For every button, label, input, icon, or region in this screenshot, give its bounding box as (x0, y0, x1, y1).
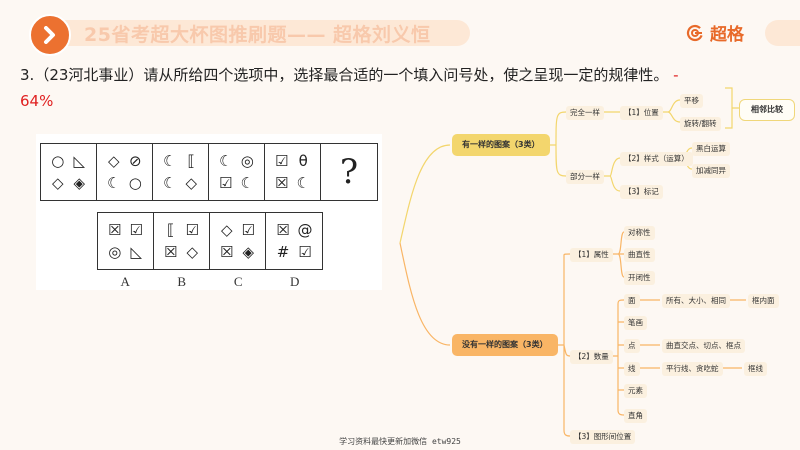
node-style-operation[interactable]: 【2】样式（运算） (620, 152, 693, 166)
node-right-angle[interactable]: 直角 (624, 409, 647, 423)
question-mark-cell: ? (321, 144, 377, 200)
sequence-cell: ○◺◇◈ (41, 144, 97, 200)
node-relative-position[interactable]: 【3】图形间位置 (570, 430, 636, 444)
node-symmetry[interactable]: 对称性 (624, 226, 655, 240)
option-label-b: B (177, 274, 187, 289)
puzzle-sequence: ○◺◇◈ ◇⊘☾○ ☾⟦☾◇ ☾◎☑☾ ☑θ☒☾ ? (40, 143, 378, 201)
node-curve-straight[interactable]: 曲直性 (624, 248, 655, 262)
option-b[interactable]: ⟦☑☒◇ (154, 213, 210, 269)
node-mark[interactable]: 【3】标记 (620, 185, 663, 199)
node-translate[interactable]: 平移 (680, 94, 703, 108)
puzzle-options: ☒☑◎◺ ⟦☑☒◇ ◇☑☒◈ ☒@#☑ (97, 212, 323, 270)
option-label-a: A (120, 274, 130, 289)
option-label-d: D (290, 274, 300, 289)
node-black-white-op[interactable]: 黑白运算 (692, 142, 730, 156)
header-title: 25省考超大杯图推刷题—— 超格刘义恒 (84, 24, 431, 46)
node-count[interactable]: 【2】数量 (570, 350, 613, 364)
node-frame-line[interactable]: 框线 (744, 362, 767, 376)
node-open-closed[interactable]: 开闭性 (624, 271, 655, 285)
option-label-c: C (233, 274, 243, 289)
node-face-detail[interactable]: 所有、大小、相同 (662, 294, 730, 308)
option-a[interactable]: ☒☑◎◺ (98, 213, 154, 269)
node-attribute[interactable]: 【1】属性 (570, 248, 613, 262)
node-identical[interactable]: 完全一样 (566, 106, 604, 120)
accuracy-rate: 64% (20, 92, 54, 110)
node-adjacent-compare[interactable]: 相邻比较 (739, 99, 795, 121)
sequence-cell: ☾◎☑☾ (209, 144, 265, 200)
question-number: 3. (20, 66, 35, 84)
question-text: 3.（23河北事业）请从所给四个选项中，选择最合适的一个填入问号处，使之呈现一定… (20, 66, 679, 110)
node-face-in-frame[interactable]: 框内面 (748, 294, 779, 308)
question-body: （23河北事业）请从所给四个选项中，选择最合适的一个填入问号处，使之呈现一定的规… (34, 66, 669, 84)
node-face[interactable]: 面 (624, 294, 640, 308)
watermark: 学习资料最快更新加微信 etw925 (339, 437, 461, 446)
g-logo-icon (686, 24, 704, 41)
node-element[interactable]: 元素 (624, 384, 647, 398)
brand-logo: 超格 (686, 20, 744, 45)
node-stroke[interactable]: 笔画 (624, 316, 647, 330)
node-line[interactable]: 线 (624, 362, 640, 376)
node-position[interactable]: 【1】位置 (620, 106, 663, 120)
node-line-detail[interactable]: 平行线、贪吃蛇 (662, 362, 723, 376)
mindmap-branch-no-same-pattern[interactable]: 没有一样的图案（3类） (452, 334, 558, 356)
node-add-sub-same-diff[interactable]: 加减同异 (692, 164, 730, 178)
node-point-detail[interactable]: 曲直交点、切点、框点 (662, 339, 745, 353)
node-rotate-flip[interactable]: 旋转/翻转 (680, 117, 721, 131)
question-mark: ? (339, 152, 359, 192)
sequence-cell: ◇⊘☾○ (97, 144, 153, 200)
node-partial-same[interactable]: 部分一样 (566, 170, 604, 184)
header-band (30, 20, 470, 46)
sequence-cell: ☑θ☒☾ (265, 144, 321, 200)
mindmap-branch-same-pattern[interactable]: 有一样的图案（3类） (452, 134, 550, 156)
option-d[interactable]: ☒@#☑ (276, 220, 313, 261)
option-labels: A B C D (97, 274, 323, 290)
chevron-right-icon (29, 14, 71, 56)
node-point[interactable]: 点 (624, 339, 640, 353)
header-band-right (765, 20, 800, 46)
brand-name: 超格 (710, 25, 744, 45)
sequence-cell: ☾⟦☾◇ (153, 144, 209, 200)
option-c[interactable]: ◇☑☒◈ (210, 213, 266, 269)
